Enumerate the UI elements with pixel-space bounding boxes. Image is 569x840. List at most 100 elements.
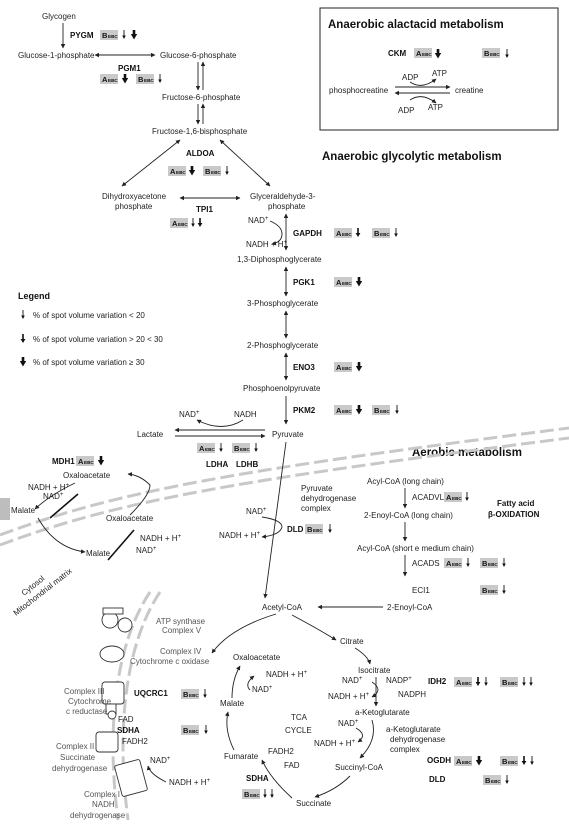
svg-text:A: A xyxy=(336,406,342,415)
svg-text:EBC: EBC xyxy=(490,52,500,57)
svg-text:EBC: EBC xyxy=(189,693,199,698)
svg-text:A: A xyxy=(446,493,452,502)
svg-text:B: B xyxy=(307,525,313,534)
a-ketoglutarate: a-Ketoglutarate xyxy=(355,708,410,717)
svg-text:A: A xyxy=(456,757,462,766)
svg-text:B: B xyxy=(374,229,380,238)
glycolytic-title: Anaerobic glycolytic metabolism xyxy=(322,151,502,163)
svg-text:A: A xyxy=(336,229,342,238)
tpi1-arrow-1-icon xyxy=(190,217,196,228)
svg-text:EBC: EBC xyxy=(452,562,462,567)
ogdh-complex-line-1: a-Ketoglutarate xyxy=(386,725,441,734)
svg-text:EBC: EBC xyxy=(342,232,352,237)
complex-i-line-2: NADH xyxy=(92,800,115,809)
fatty-title-1: Fatty acid xyxy=(497,499,534,508)
complex-v-line-1: ATP synthase xyxy=(156,617,206,626)
svg-text:EBC: EBC xyxy=(108,78,118,83)
ogdh-a-arrow-icon xyxy=(474,754,484,767)
acadvl-label: ACADVL xyxy=(412,493,445,502)
fatty-title-2: β-OXIDATION xyxy=(488,510,540,519)
eno3-arrow-icon xyxy=(354,360,364,373)
svg-text:EBC: EBC xyxy=(462,681,472,686)
svg-text:EBC: EBC xyxy=(462,760,472,765)
acetyl-coa: Acetyl-CoA xyxy=(262,603,303,612)
acads-b-arrow-icon xyxy=(501,557,507,568)
dld-tca-label: DLD xyxy=(429,775,446,784)
svg-text:EBC: EBC xyxy=(342,409,352,414)
svg-text:A: A xyxy=(446,559,452,568)
svg-text:EBC: EBC xyxy=(211,170,221,175)
ckm-a-arrow-icon xyxy=(433,47,443,60)
acads-a-arrow-icon xyxy=(465,557,471,568)
pdh-complex: Pyruvate dehydrogenase complex NAD+ DLD … xyxy=(219,441,357,599)
phosphoenolpyruvate: Phosphoenolpyruvate xyxy=(243,384,321,393)
tca-nadh-3: NADH + H+ xyxy=(266,670,308,679)
succinate: Succinate xyxy=(296,799,332,808)
ckm-adp-bottom: ADP xyxy=(398,106,414,115)
ckm-label: CKM xyxy=(388,49,407,58)
complex-iii-line-2: Cytochrome xyxy=(68,697,112,706)
g3p-line-1: Glyceraldehyde-3- xyxy=(250,192,316,201)
lactate: Lactate xyxy=(137,430,164,439)
oxaloacetate-tca: Oxaloacetate xyxy=(233,653,281,662)
complex-iii-line-1: Complex III xyxy=(64,687,104,696)
ogdh-complex-line-2: dehydrogenase xyxy=(390,735,446,744)
complex-iv-shape xyxy=(99,645,125,663)
acyl-coa-long: Acyl-CoA (long chain) xyxy=(367,477,444,486)
svg-text:EBC: EBC xyxy=(189,729,199,734)
idh2-a-arrow-2-icon xyxy=(483,676,489,687)
dhap-line-2: phosphate xyxy=(115,202,153,211)
legend-title: Legend xyxy=(18,291,50,301)
glucose-6-phosphate: Glucose-6-phosphate xyxy=(160,51,237,60)
tca-fadh2: FADH2 xyxy=(268,747,294,756)
malate-cytosol: Malate xyxy=(11,506,36,515)
svg-text:B: B xyxy=(183,690,189,699)
uqcrc1-arrow-icon xyxy=(202,688,208,699)
enoyl-coa: 2-Enoyl-CoA xyxy=(387,603,433,612)
svg-text:EBC: EBC xyxy=(250,793,260,798)
shuttle-nadh-2: NADH + H+ xyxy=(140,534,182,543)
3-phosphoglycerate: 3-Phosphoglycerate xyxy=(247,299,319,308)
fructose-1-6-bisphosphate: Fructose-1,6-bisphosphate xyxy=(152,127,248,136)
svg-text:EBC: EBC xyxy=(342,366,352,371)
idh2-a-arrow-1-icon xyxy=(474,676,482,687)
legend: Legend % of spot volume variation < 20 %… xyxy=(18,291,163,368)
svg-text:EBC: EBC xyxy=(313,528,323,533)
aldoa-b-arrow-icon xyxy=(224,165,230,176)
ogdh-b-arrow-1-icon xyxy=(520,755,528,766)
sdha-tca-label: SDHA xyxy=(246,774,269,783)
complex-i-line-3: dehydrogenase xyxy=(70,811,126,820)
idh2-label: IDH2 xyxy=(428,677,447,686)
gapdh-label: GAPDH xyxy=(293,229,322,238)
ogdh-label: OGDH xyxy=(427,756,451,765)
svg-text:B: B xyxy=(502,757,508,766)
svg-text:B: B xyxy=(484,49,490,58)
tca-nad-3: NAD+ xyxy=(252,685,273,694)
shuttle-nad-2: NAD+ xyxy=(136,546,157,555)
etc-nadh: NADH + H+ xyxy=(169,778,211,787)
svg-text:EBC: EBC xyxy=(452,496,462,501)
svg-text:EBC: EBC xyxy=(240,447,250,452)
alactacid-title: Anaerobic alactacid metabolism xyxy=(328,19,504,31)
idh2-b-arrow-2-icon xyxy=(528,676,534,687)
svg-text:EBC: EBC xyxy=(176,170,186,175)
fumarate: Fumarate xyxy=(224,752,259,761)
complex-i-shape xyxy=(114,759,148,797)
ckm-atp-top: ATP xyxy=(432,69,447,78)
pgm1-a-arrow-icon xyxy=(120,72,130,85)
svg-text:EBC: EBC xyxy=(380,232,390,237)
dld-pdh-arrow-icon xyxy=(327,523,333,534)
eci1-b-arrow-icon xyxy=(501,584,507,595)
